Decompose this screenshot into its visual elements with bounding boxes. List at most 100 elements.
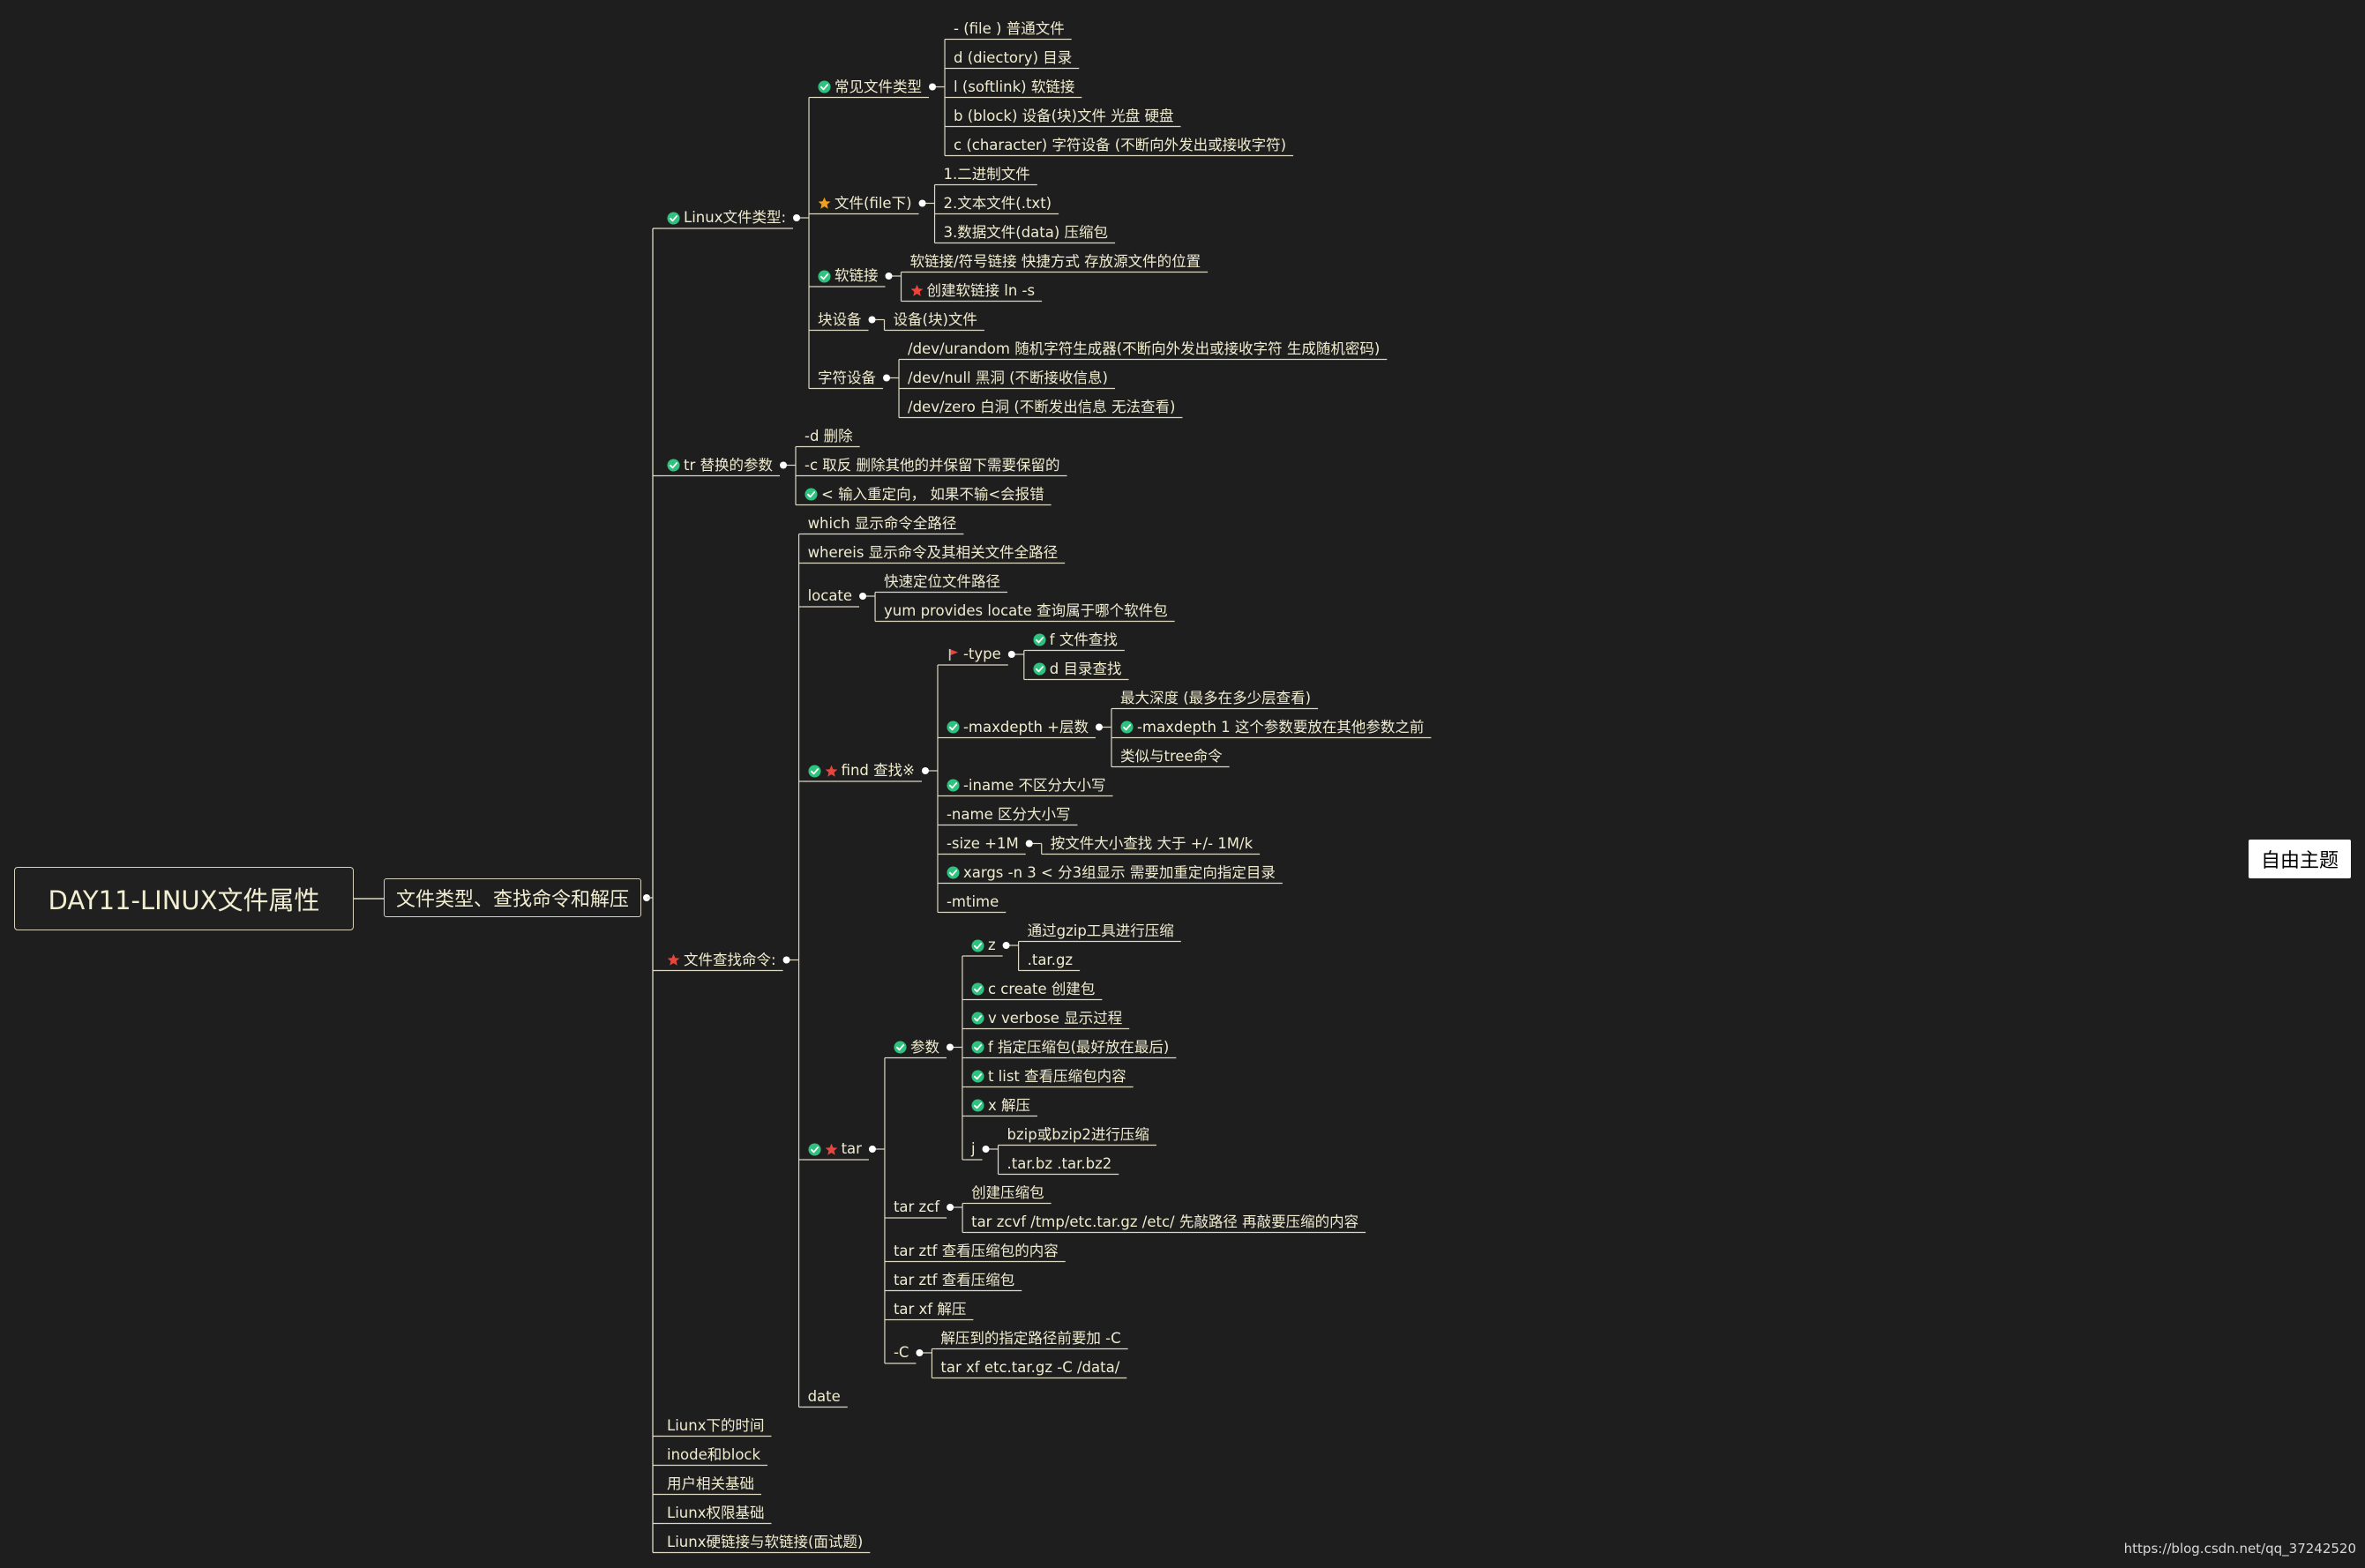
topic-xargs-n-3-3[interactable]: xargs -n 3 < 分3组显示 需要加重定向指定目录 [947,863,1276,883]
topic-which[interactable]: which 显示命令全路径 [808,514,957,534]
topic-2-txt[interactable]: 2.文本文件(.txt) [944,194,1052,213]
topic-tar-gz[interactable]: .tar.gz [1028,951,1073,970]
topic-label: -c 取反 删除其他的并保留下需要保留的 [805,456,1060,474]
topic-topic[interactable]: 最大深度 (最多在多少层查看) [1120,689,1311,708]
watermark-text: https://blog.csdn.net/qq_37242520 [2123,1541,2356,1557]
topic-topic[interactable]: 块设备 [818,310,862,330]
topic-bzip-bzip2[interactable]: bzip或bzip2进行压缩 [1007,1125,1149,1145]
free-topic[interactable]: 自由主题 [2249,840,2351,878]
main-topic[interactable]: 文件类型、查找命令和解压 [384,878,641,917]
topic-topic[interactable]: 参数 [894,1038,939,1057]
check-icon [667,459,680,472]
topic-ln-s[interactable]: 创建软链接 ln -s [910,281,1036,301]
topic-tree[interactable]: 类似与tree命令 [1120,747,1223,766]
topic-topic[interactable]: 快速定位文件路径 [884,572,1000,592]
topic-topic[interactable]: 字符设备 [818,369,876,388]
topic-d[interactable]: -d 删除 [805,427,853,446]
topic-topic[interactable]: 软链接 [818,266,879,286]
topic-mtime[interactable]: -mtime [947,892,999,912]
topic-label: 创建软链接 ln -s [926,281,1036,299]
topic-label: j [970,1140,976,1157]
topic-liunx[interactable]: Liunx硬链接与软链接(面试题) [667,1533,863,1552]
collapse-dot [868,1146,876,1153]
topic-topic[interactable]: 文件查找命令: [667,951,776,970]
topic-topic[interactable]: 软链接/符号链接 快捷方式 存放源文件的位置 [910,252,1201,272]
topic-j[interactable]: j [971,1139,976,1159]
topic-label: 类似与tree命令 [1119,747,1223,765]
topic-1m-k[interactable]: 按文件大小查找 大于 +/- 1M/k [1051,834,1253,854]
topic-x[interactable]: x 解压 [971,1096,1030,1116]
topic-topic[interactable]: 设备(块)文件 [894,310,977,330]
topic-b-block[interactable]: b (block) 设备(块)文件 光盘 硬盘 [954,107,1173,126]
topic-label: -d 删除 [805,427,853,444]
topic-label: 通过gzip工具进行压缩 [1027,922,1174,939]
topic-tar-bz-tar-bz2[interactable]: .tar.bz .tar.bz2 [1007,1154,1112,1174]
topic-gzip[interactable]: 通过gzip工具进行压缩 [1028,922,1174,941]
topic-whereis[interactable]: whereis 显示命令及其相关文件全路径 [808,543,1059,563]
topic-tar-ztf[interactable]: tar ztf 查看压缩包 [894,1271,1014,1290]
topic-label: 3.数据文件(data) 压缩包 [943,223,1109,241]
check-icon [1033,662,1046,676]
topic-type[interactable]: -type [947,645,1001,664]
topic-topic[interactable]: < 输入重定向， 如果不输<会报错 [805,485,1044,504]
topic-1[interactable]: 1.二进制文件 [944,165,1030,184]
topic-topic[interactable]: 常见文件类型 [818,78,922,97]
topic-file[interactable]: 文件(file下) [818,194,912,213]
check-icon [818,80,831,93]
topic-c[interactable]: 解压到的指定路径前要加 -C [940,1329,1120,1348]
topic-inode-block[interactable]: inode和block [667,1445,760,1465]
topic-locate[interactable]: locate [808,586,852,606]
topic-tar-zcf[interactable]: tar zcf [894,1198,939,1217]
topic-f[interactable]: f 指定压缩包(最好放在最后) [971,1038,1169,1057]
topic-dev-null[interactable]: /dev/null 黑洞 (不断接收信息) [908,369,1108,388]
topic-date[interactable]: date [808,1387,841,1407]
topic-linux[interactable]: Linux文件类型: [667,208,786,228]
topic-label: find 查找※ [841,762,915,779]
topic-tar[interactable]: tar [808,1139,862,1159]
topic-label: -iname 不区分大小写 [962,776,1106,794]
topic-t-list[interactable]: t list 查看压缩包内容 [971,1067,1126,1086]
topic-c[interactable]: -c 取反 删除其他的并保留下需要保留的 [805,456,1060,475]
topic-label: yum provides locate 查询属于哪个软件包 [884,601,1168,619]
topic-label: d (diectory) 目录 [954,49,1073,66]
topic-dev-zero[interactable]: /dev/zero 白洞 (不断发出信息 无法查看) [908,398,1175,417]
topic-tar-xf[interactable]: tar xf 解压 [894,1300,966,1319]
topic-l-softlink[interactable]: l (softlink) 软链接 [954,78,1074,97]
flag-icon [947,648,960,661]
topic-liunx[interactable]: Liunx下的时间 [667,1416,764,1436]
topic-label: 参数 [909,1038,939,1056]
check-icon [971,1041,984,1054]
topic-file[interactable]: - (file ) 普通文件 [954,19,1065,39]
topic-name[interactable]: -name 区分大小写 [947,805,1071,825]
topic-size-1m[interactable]: -size +1M [947,834,1019,854]
topic-c-create[interactable]: c create 创建包 [971,980,1095,999]
topic-liunx[interactable]: Liunx权限基础 [667,1504,764,1523]
topic-tar-xf-etc-tar-gz-c-data[interactable]: tar xf etc.tar.gz -C /data/ [940,1358,1119,1378]
topic-yum-provides-locate[interactable]: yum provides locate 查询属于哪个软件包 [884,601,1168,621]
topic-label: Liunx下的时间 [667,1416,765,1434]
topic-find[interactable]: find 查找※ [808,761,915,780]
topic-d[interactable]: d 目录查找 [1033,660,1122,679]
topic-label: -size +1M [946,834,1019,852]
topic-dev-urandom[interactable]: /dev/urandom 随机字符生成器(不断向外发出或接收字符 生成随机密码) [908,340,1380,359]
topic-z[interactable]: z [971,936,996,955]
topic-tar-zcvf-tmp-etc-tar-gz-etc[interactable]: tar zcvf /tmp/etc.tar.gz /etc/ 先敲路径 再敲要压… [971,1213,1358,1232]
check-icon [808,1142,821,1156]
topic-topic[interactable]: 用户相关基础 [667,1475,754,1494]
topic-f[interactable]: f 文件查找 [1033,631,1118,650]
topic-label: 2.文本文件(.txt) [943,194,1052,212]
topic-c-character[interactable]: c (character) 字符设备 (不断向外发出或接收字符) [954,136,1286,155]
topic-tr[interactable]: tr 替换的参数 [667,456,773,475]
topic-maxdepth-1[interactable]: -maxdepth 1 这个参数要放在其他参数之前 [1120,718,1424,737]
root-topic[interactable]: DAY11-LINUX文件属性 [14,867,354,930]
topic-iname[interactable]: -iname 不区分大小写 [947,776,1106,795]
topic-3-data[interactable]: 3.数据文件(data) 压缩包 [944,223,1109,243]
topic-maxdepth[interactable]: -maxdepth +层数 [947,718,1089,737]
collapse-dot [1095,723,1103,731]
topic-c[interactable]: -C [894,1343,909,1363]
topic-d-diectory[interactable]: d (diectory) 目录 [954,49,1072,68]
topic-label: f 文件查找 [1049,631,1118,648]
topic-tar-ztf[interactable]: tar ztf 查看压缩包的内容 [894,1242,1059,1261]
topic-v-verbose[interactable]: v verbose 显示过程 [971,1009,1122,1028]
topic-topic[interactable]: 创建压缩包 [971,1183,1044,1203]
